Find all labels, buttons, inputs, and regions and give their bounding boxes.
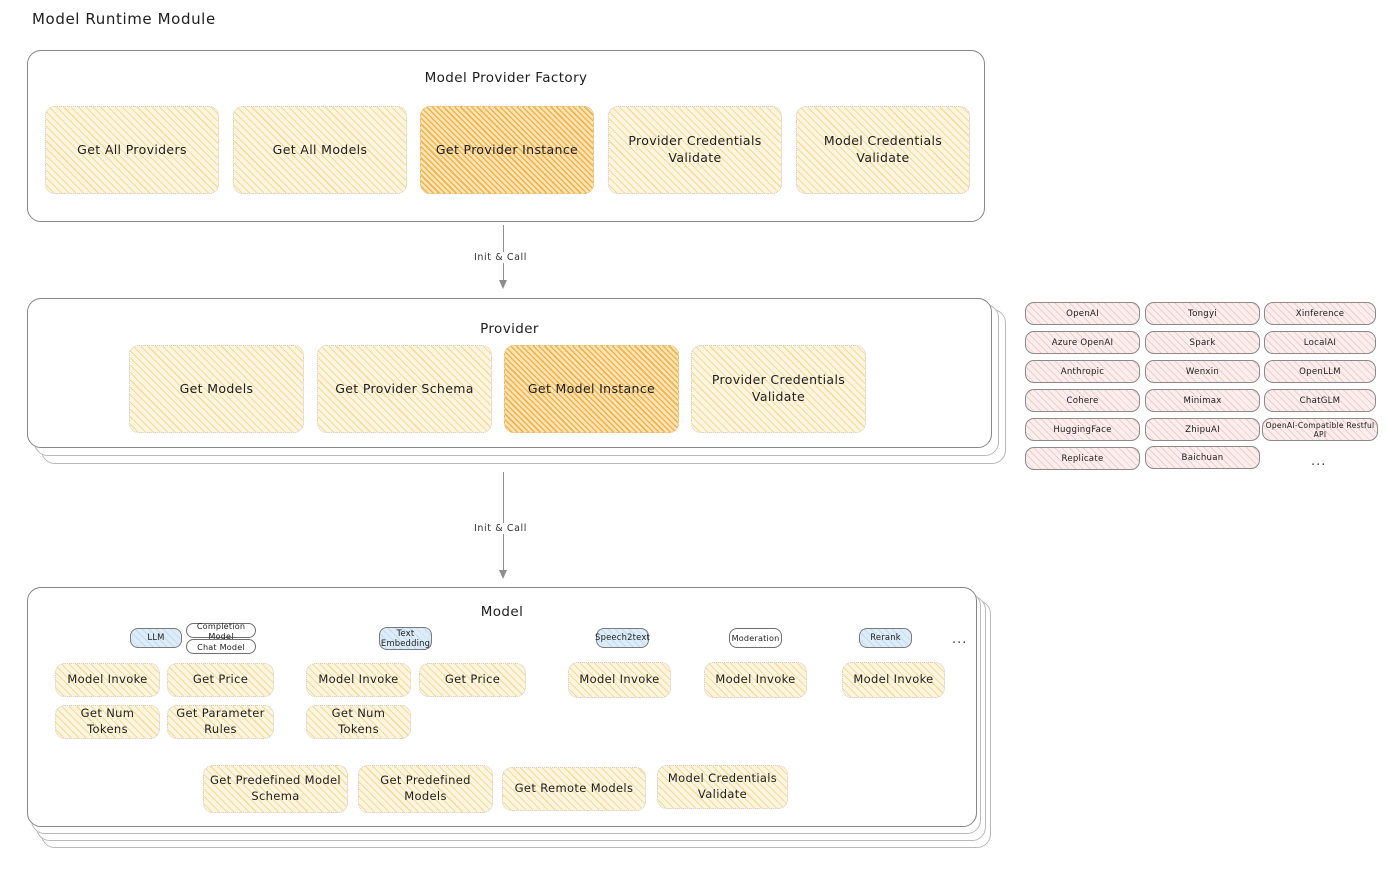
provider-chip-azure-openai[interactable]: Azure OpenAI — [1025, 331, 1140, 354]
model-common-method-model-credentials-validate[interactable]: Model Credentials Validate — [657, 765, 788, 809]
model-type-chip-speech2text[interactable]: Speech2text — [595, 628, 650, 648]
provider-chip-xinference[interactable]: Xinference — [1264, 302, 1376, 325]
provider-chip-openllm[interactable]: OpenLLM — [1264, 360, 1376, 383]
provider-chip-anthropic[interactable]: Anthropic — [1025, 360, 1140, 383]
arrow-1-head — [499, 280, 507, 289]
llm-method-model-invoke[interactable]: Model Invoke — [55, 663, 160, 697]
model-types-more-ellipsis: ... — [952, 632, 968, 647]
factory-item-get-all-models[interactable]: Get All Models — [233, 106, 407, 194]
provider-chip-baichuan[interactable]: Baichuan — [1145, 446, 1260, 469]
provider-item-get-models[interactable]: Get Models — [129, 345, 304, 433]
model-type-chip-text-embedding[interactable]: Text Embedding — [379, 627, 432, 650]
speech2text-method-model-invoke[interactable]: Model Invoke — [568, 662, 671, 698]
arrow-1-label: Init & Call — [471, 252, 530, 263]
provider-title: Provider — [480, 321, 539, 337]
model-title: Model — [480, 604, 524, 620]
factory-item-model-credentials-validate[interactable]: Model Credentials Validate — [796, 106, 970, 194]
provider-item-get-provider-schema[interactable]: Get Provider Schema — [317, 345, 492, 433]
arrow-2-head — [499, 570, 507, 579]
factory-item-provider-credentials-validate[interactable]: Provider Credentials Validate — [608, 106, 782, 194]
llm-method-get-parameter-rules[interactable]: Get Parameter Rules — [167, 705, 274, 739]
provider-chip-zhipuai[interactable]: ZhipuAI — [1145, 418, 1260, 441]
provider-chip-openai[interactable]: OpenAI — [1025, 302, 1140, 325]
page-title: Model Runtime Module — [32, 10, 216, 28]
provider-chip-replicate[interactable]: Replicate — [1025, 447, 1140, 470]
arrow-2-label: Init & Call — [471, 523, 530, 534]
provider-list-more-ellipsis: ... — [1311, 454, 1327, 469]
model-provider-factory-title: Model Provider Factory — [424, 70, 588, 86]
moderation-method-model-invoke[interactable]: Model Invoke — [704, 662, 807, 698]
text-embedding-method-get-num-tokens[interactable]: Get Num Tokens — [306, 705, 411, 739]
arrow-2-line — [503, 472, 504, 572]
llm-method-get-num-tokens[interactable]: Get Num Tokens — [55, 705, 160, 739]
factory-item-get-provider-instance[interactable]: Get Provider Instance — [420, 106, 594, 194]
text-embedding-method-model-invoke[interactable]: Model Invoke — [306, 663, 411, 697]
model-type-chip-llm[interactable]: LLM — [130, 628, 182, 648]
provider-chip-localai[interactable]: LocalAI — [1264, 331, 1376, 354]
model-type-sublabel-chat-model[interactable]: Chat Model — [186, 639, 256, 654]
provider-chip-wenxin[interactable]: Wenxin — [1145, 360, 1260, 383]
model-common-method-get-predefined-model-schema[interactable]: Get Predefined Model Schema — [203, 765, 348, 813]
model-type-sublabel-completion-model[interactable]: Completion Model — [186, 621, 256, 641]
provider-item-provider-credentials-validate[interactable]: Provider Credentials Validate — [691, 345, 866, 433]
model-common-method-get-remote-models[interactable]: Get Remote Models — [502, 767, 646, 811]
provider-chip-spark[interactable]: Spark — [1145, 331, 1260, 354]
provider-chip-tongyi[interactable]: Tongyi — [1145, 302, 1260, 325]
provider-chip-openai-compatible-restful-api[interactable]: OpenAI-Compatible Restful API — [1262, 418, 1378, 441]
model-type-chip-moderation[interactable]: Moderation — [729, 628, 782, 648]
provider-chip-cohere[interactable]: Cohere — [1025, 389, 1140, 412]
factory-item-get-all-providers[interactable]: Get All Providers — [45, 106, 219, 194]
llm-method-get-price[interactable]: Get Price — [167, 663, 274, 697]
rerank-method-model-invoke[interactable]: Model Invoke — [842, 662, 945, 698]
provider-chip-minimax[interactable]: Minimax — [1145, 389, 1260, 412]
provider-chip-huggingface[interactable]: HuggingFace — [1025, 418, 1140, 441]
model-common-method-get-predefined-models[interactable]: Get Predefined Models — [358, 765, 493, 813]
provider-item-get-model-instance[interactable]: Get Model Instance — [504, 345, 679, 433]
model-type-chip-rerank[interactable]: Rerank — [859, 628, 912, 648]
provider-chip-chatglm[interactable]: ChatGLM — [1264, 389, 1376, 412]
text-embedding-method-get-price[interactable]: Get Price — [419, 663, 526, 697]
